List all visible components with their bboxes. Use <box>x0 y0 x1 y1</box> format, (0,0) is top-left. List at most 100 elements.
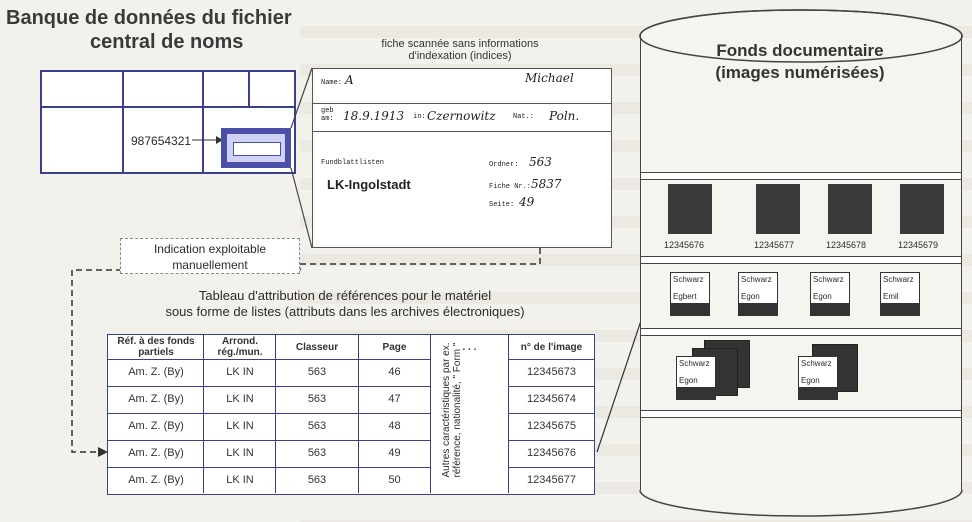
table-cell: LK IN <box>226 393 254 405</box>
fonds-title-line-1: Fonds documentaire <box>716 41 884 60</box>
card-list-label: Fundblattlisten <box>321 159 385 167</box>
table-header: Arrond. rég./mun. <box>217 336 263 358</box>
table-cell: 12345676 <box>527 447 576 459</box>
table-cell: 46 <box>388 366 401 378</box>
table-cell: 47 <box>388 393 401 405</box>
table-header: Réf. à des fonds partiels <box>117 336 195 358</box>
table-header: Page <box>382 342 407 353</box>
folder-card: Schwarz Egon <box>738 272 778 316</box>
fonds-title: Fonds documentaire (images numérisées) <box>660 40 940 84</box>
folder-card: Schwarz Emil <box>880 272 920 316</box>
table-line <box>508 467 594 468</box>
image-number: 12345677 <box>754 240 795 250</box>
table-cell: 12345674 <box>527 393 576 405</box>
shelf <box>641 172 961 180</box>
folder-name: Schwarz <box>741 275 772 284</box>
card-seite-label: Seite: <box>489 201 515 209</box>
table-line <box>508 359 594 360</box>
table-cell: Am. Z. (By) <box>128 420 184 432</box>
card-caption-line-2: d'indexation (indices) <box>408 50 512 62</box>
grid-line <box>122 72 124 172</box>
scanned-image-thumb <box>828 184 872 234</box>
folder-name: Schwarz <box>883 275 914 284</box>
folder-card: Schwarz Egbert <box>670 272 710 316</box>
table-cell: 48 <box>388 420 401 432</box>
table-cell: Am. Z. (By) <box>128 393 184 405</box>
table-line <box>430 335 431 493</box>
table-cell: 50 <box>388 474 401 486</box>
card-fiche-label: Fiche Nr.: <box>489 183 532 191</box>
table-line <box>203 335 204 493</box>
table-line <box>108 359 430 360</box>
card-ordner-label: Ordner: <box>489 161 519 169</box>
table-line <box>508 440 594 441</box>
table-title-line-2: sous forme de listes (attributs dans les… <box>165 304 525 319</box>
table-rotated-note: Autres caractéristiques par ex. référenc… <box>441 342 463 478</box>
table-line <box>275 335 276 493</box>
folder-card: Schwarz Egon <box>676 356 716 400</box>
scanned-image-thumb <box>900 184 944 234</box>
table-line <box>508 386 594 387</box>
table-cell: 49 <box>388 447 401 459</box>
table-cell: 12345673 <box>527 366 576 378</box>
folder-name: Schwarz <box>813 275 844 284</box>
table-line <box>108 386 430 387</box>
scanned-image-thumb <box>668 184 712 234</box>
arrow-to-cell <box>192 136 223 144</box>
table-cell: 563 <box>307 393 327 405</box>
table-cell: 563 <box>307 447 327 459</box>
card-district: LK-Ingolstadt <box>327 177 411 192</box>
note-line-2: manuellement <box>172 258 248 272</box>
scanned-card: Name: A Michael geb am: 18.9.1913 in: Cz… <box>312 68 612 248</box>
card-caption: fiche scannée sans informations d'indexa… <box>330 38 590 62</box>
title-line-1: Banque de données du fichier <box>6 7 292 29</box>
cylinder-bottom <box>639 489 963 517</box>
table-line <box>108 413 430 414</box>
table-cell: 12345675 <box>527 420 576 432</box>
table-cell: Am. Z. (By) <box>128 366 184 378</box>
card-divider <box>313 103 611 104</box>
table-cell: 12345677 <box>527 474 576 486</box>
note-line-1: Indication exploitable <box>153 242 267 256</box>
scanned-image-thumb <box>756 184 800 234</box>
cylinder-rim <box>639 9 963 63</box>
table-line <box>108 467 430 468</box>
title-line-2: central de noms <box>90 31 244 53</box>
card-divider <box>313 131 611 132</box>
image-number: 12345678 <box>826 240 867 250</box>
table-title-line-1: Tableau d'attribution de références pour… <box>198 288 492 303</box>
grid-line <box>42 106 294 108</box>
table-header: . . . <box>462 342 477 353</box>
manual-indication-note: Indication exploitable manuellement <box>120 238 300 274</box>
image-number: 12345679 <box>898 240 939 250</box>
card-name-value: A <box>345 73 354 87</box>
folder-firstname: Egon <box>813 292 832 301</box>
folder-firstname: Emil <box>883 292 899 301</box>
card-in-label: in: <box>413 113 426 121</box>
folder-firstname: Egon <box>801 376 820 385</box>
table-cell: 563 <box>307 420 327 432</box>
selected-index-cell <box>221 128 291 168</box>
card-in-value: Czernowitz <box>427 109 496 123</box>
table-cell: LK IN <box>226 474 254 486</box>
table-header: n° de l'image <box>520 342 583 353</box>
card-fiche-value: 5837 <box>531 177 562 191</box>
shelf <box>641 256 961 264</box>
reference-table: Réf. à des fonds partiels Arrond. rég./m… <box>107 334 595 495</box>
card-nat-value: Poln. <box>549 109 580 123</box>
table-line <box>508 335 509 493</box>
table-line <box>508 413 594 414</box>
card-caption-line-1: fiche scannée sans informations <box>381 38 539 50</box>
folder-card: Schwarz Egon <box>798 356 838 400</box>
shelf <box>641 410 961 418</box>
folder-firstname: Egon <box>679 376 698 385</box>
card-ordner-value: 563 <box>529 155 552 169</box>
card-firstname-value: Michael <box>525 71 574 85</box>
table-title: Tableau d'attribution de références pour… <box>130 288 560 320</box>
image-number: 12345676 <box>664 240 705 250</box>
table-header: Classeur <box>295 342 339 353</box>
fonds-title-line-2: (images numérisées) <box>715 63 885 82</box>
folder-name: Schwarz <box>801 359 832 368</box>
grid-line <box>248 72 250 106</box>
